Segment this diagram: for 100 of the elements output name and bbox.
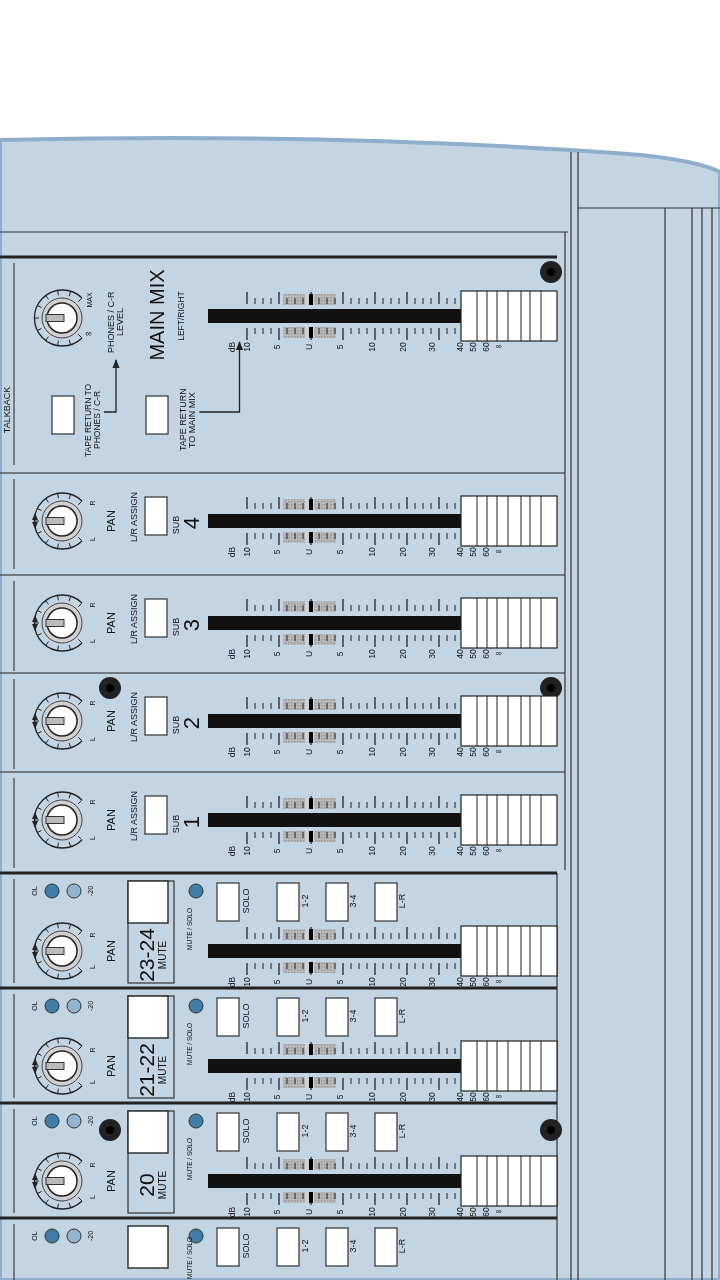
scale-number: U: [304, 1208, 314, 1216]
scale-number: 20: [398, 747, 408, 757]
scale-number: U: [304, 650, 314, 658]
channel-number: 1: [181, 815, 203, 829]
scale-number: 5: [272, 749, 282, 755]
channel-number: 3: [181, 618, 203, 632]
control-label: SOLO: [241, 1003, 251, 1029]
channel-number: 4: [181, 516, 203, 530]
scale-number: 50: [468, 977, 478, 987]
channel-number: 23-24: [135, 928, 157, 982]
scale-number: 5: [335, 979, 345, 985]
scale-number: ∞: [494, 1092, 504, 1102]
scale-number: 10: [367, 1207, 377, 1217]
scale-number: 10: [367, 1092, 377, 1102]
scale-number: 40: [455, 1092, 465, 1102]
control-label: SOLO: [241, 1233, 251, 1259]
scale-number: 5: [272, 979, 282, 985]
control-label: 3-4: [348, 894, 358, 908]
control-label: L-R: [397, 1008, 407, 1024]
scale-number: U: [304, 978, 314, 986]
scale-number: 5: [335, 848, 345, 854]
scale-number: 5: [272, 549, 282, 555]
scale-number: dB: [227, 648, 237, 660]
scale-number: U: [304, 1093, 314, 1101]
scale-number: 10: [367, 846, 377, 856]
scale-number: 20: [398, 1092, 408, 1102]
scale-number: ∞: [494, 846, 504, 856]
scale-number: ∞: [494, 747, 504, 757]
scale-number: 5: [272, 651, 282, 657]
control-label: 3-4: [348, 1124, 358, 1138]
scale-number: 10: [367, 649, 377, 659]
scale-number: 5: [272, 848, 282, 854]
scale-number: dB: [227, 746, 237, 758]
control-label: PAN: [105, 1055, 117, 1077]
scale-number: 40: [455, 846, 465, 856]
scale-number: 5: [335, 1094, 345, 1100]
scale-number: 40: [455, 649, 465, 659]
scale-number: 50: [468, 846, 478, 856]
section-title: MAIN MIX: [147, 269, 167, 361]
scale-number: U: [304, 748, 314, 756]
scale-number: ∞: [494, 1207, 504, 1217]
control-label: MUTE: [158, 940, 168, 970]
scale-number: ∞: [494, 649, 504, 659]
scale-number: 60: [481, 747, 491, 757]
scale-number: dB: [227, 341, 237, 353]
scale-number: 50: [468, 547, 478, 557]
scale-number: 5: [335, 651, 345, 657]
control-label: SOLO: [241, 888, 251, 914]
scale-number: 40: [455, 747, 465, 757]
scale-number: 40: [455, 547, 465, 557]
scale-number: 5: [272, 1209, 282, 1215]
scale-number: 60: [481, 547, 491, 557]
scale-number: 10: [242, 1207, 252, 1217]
control-label: L/R ASSIGN: [129, 791, 139, 841]
scale-number: 10: [242, 977, 252, 987]
scale-number: 30: [427, 1207, 437, 1217]
scale-number: 30: [427, 1092, 437, 1102]
scale-number: 20: [398, 649, 408, 659]
control-label: PAN: [105, 612, 117, 634]
scale-number: 30: [427, 547, 437, 557]
section-label: TALKBACK: [2, 386, 12, 434]
scale-number: 5: [272, 1094, 282, 1100]
scale-number: 60: [481, 649, 491, 659]
scale-number: U: [304, 548, 314, 556]
control-label: 3-4: [348, 1009, 358, 1023]
scale-number: 5: [335, 1209, 345, 1215]
channel-label: SUB: [171, 814, 181, 834]
channel-number: 20: [135, 1173, 157, 1197]
scale-number: ∞: [494, 342, 504, 352]
control-label: L-R: [397, 1238, 407, 1254]
scale-number: 10: [242, 846, 252, 856]
scale-number: 30: [427, 747, 437, 757]
channel-label: SUB: [171, 715, 181, 735]
scale-number: 10: [367, 977, 377, 987]
scale-number: 40: [455, 977, 465, 987]
scale-number: 50: [468, 649, 478, 659]
scale-number: 60: [481, 846, 491, 856]
scale-number: 10: [367, 547, 377, 557]
scale-number: 30: [427, 977, 437, 987]
control-label: 1-2: [300, 1124, 310, 1138]
control-label: 1-2: [300, 894, 310, 908]
scale-number: 10: [242, 547, 252, 557]
control-label: L/R ASSIGN: [129, 594, 139, 644]
control-label: SOLO: [241, 1118, 251, 1144]
scale-number: dB: [227, 1206, 237, 1218]
control-label: MUTE: [158, 1170, 168, 1200]
control-label: L-R: [397, 893, 407, 909]
channel-number: 21-22: [135, 1043, 157, 1097]
scale-number: 60: [481, 1092, 491, 1102]
scale-number: 50: [468, 747, 478, 757]
control-label: PAN: [105, 710, 117, 732]
scale-number: 10: [242, 342, 252, 352]
scale-number: 30: [427, 649, 437, 659]
scale-number: 5: [335, 549, 345, 555]
scale-number: 20: [398, 977, 408, 987]
control-label: PAN: [105, 1170, 117, 1192]
control-label: PAN: [105, 940, 117, 962]
scale-number: 40: [455, 1207, 465, 1217]
scale-number: 20: [398, 846, 408, 856]
control-label: 1-2: [300, 1239, 310, 1253]
